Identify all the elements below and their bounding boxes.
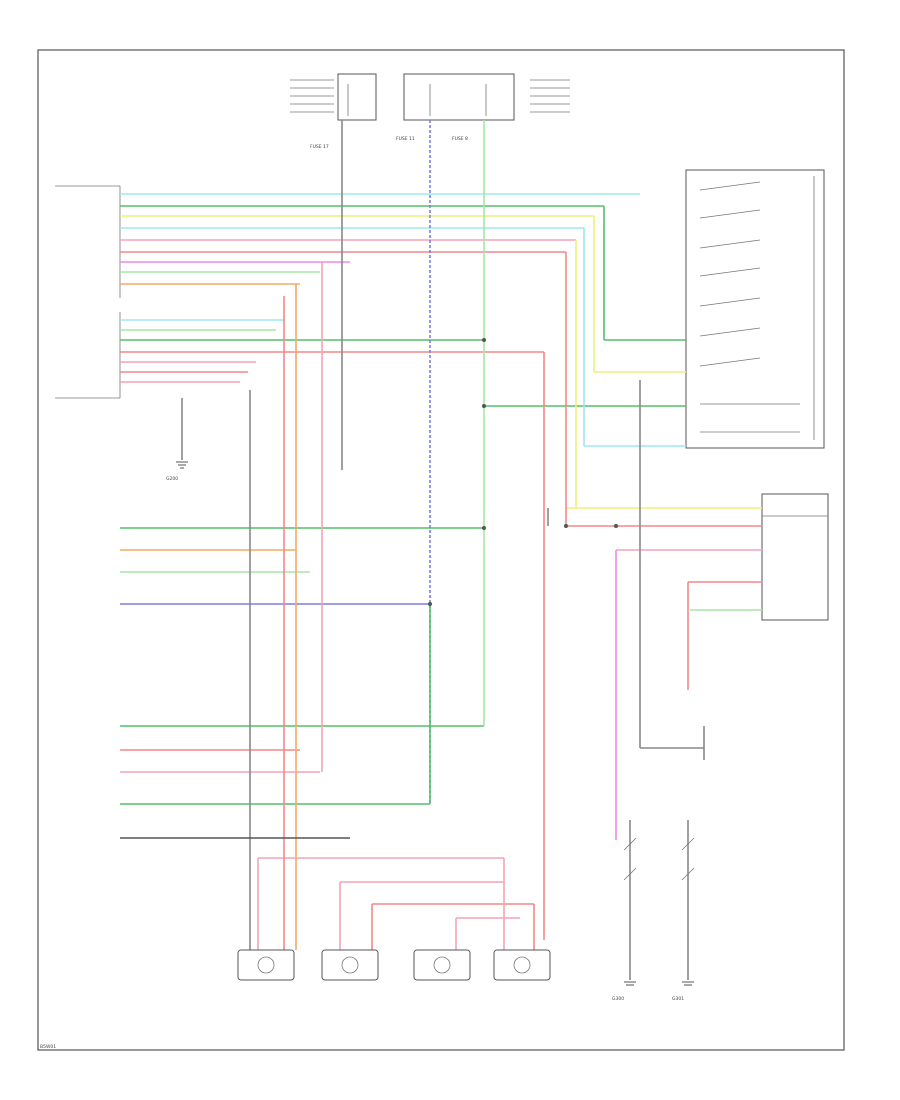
label-fuse-mid-a: FUSE 11 (396, 136, 415, 142)
fuse-box-right (403, 73, 570, 121)
motor-left-rear (321, 949, 379, 981)
label-ground-a: G200 (166, 476, 178, 482)
label-ground-c: G301 (672, 996, 684, 1002)
module-box (761, 493, 829, 621)
label-ground-b: G300 (612, 996, 624, 1002)
harness-wires (120, 193, 762, 919)
vertical-wires (257, 120, 689, 950)
switch-block (685, 169, 825, 449)
ground-symbols (176, 461, 694, 986)
label-fuse-left: FUSE 17 (310, 144, 329, 150)
left-connector-block (55, 185, 121, 399)
fuse-box-left (290, 73, 377, 121)
motor-passenger (413, 949, 471, 981)
bottom-switches (623, 837, 695, 881)
lock-motors (237, 949, 551, 981)
motor-right-rear (493, 949, 551, 981)
motor-left-front (237, 949, 295, 981)
diagram-frame (37, 49, 845, 1051)
label-fuse-mid-b: FUSE 8 (452, 136, 468, 142)
diagram-code: B5W01 (40, 1044, 56, 1050)
gray-wires (120, 120, 705, 980)
splice-points (428, 338, 618, 606)
